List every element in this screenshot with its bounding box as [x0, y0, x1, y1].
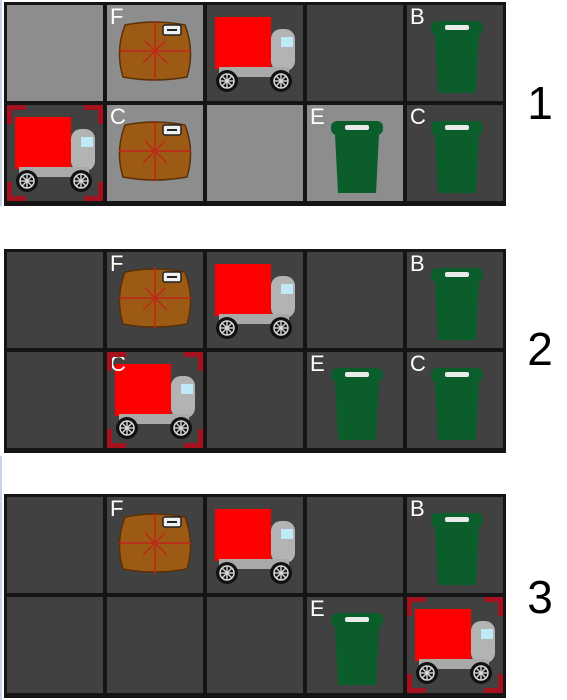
- grid-cell[interactable]: [207, 497, 303, 593]
- grid-cell[interactable]: [107, 597, 203, 693]
- grid-cell[interactable]: [7, 252, 103, 348]
- wheelie-bin-icon: [431, 21, 483, 93]
- grid-cell[interactable]: E: [307, 597, 403, 693]
- cell-letter-label: B: [410, 4, 425, 29]
- grid-cell[interactable]: F: [107, 5, 203, 101]
- cell-letter-label: B: [410, 496, 425, 521]
- grid-cell[interactable]: [7, 5, 103, 101]
- grid-cell[interactable]: [207, 252, 303, 348]
- parcel-icon: [118, 268, 192, 328]
- grid-cell[interactable]: [207, 597, 303, 693]
- cell-letter-label: E: [310, 104, 325, 129]
- grid-cell[interactable]: [307, 497, 403, 593]
- grid-cell[interactable]: B: [407, 497, 503, 593]
- cell-letter-label: C: [110, 351, 126, 376]
- left-accent-bar: [0, 0, 2, 206]
- selection-corner-marker: [484, 597, 503, 616]
- cell-letter-label: C: [410, 104, 426, 129]
- wheelie-bin-icon: [331, 121, 383, 193]
- grid-cell[interactable]: E: [307, 105, 403, 201]
- grid-cell[interactable]: [407, 597, 503, 693]
- grid-panel-2: F B C E C: [4, 249, 506, 453]
- selection-corner-marker: [84, 182, 103, 201]
- cell-letter-label: E: [310, 596, 325, 621]
- grid-panel-3: F B E: [4, 494, 506, 698]
- delivery-truck-icon: [15, 117, 95, 192]
- grid-cell[interactable]: [7, 352, 103, 448]
- delivery-truck-icon: [415, 609, 495, 684]
- selection-corner-marker: [407, 597, 426, 616]
- selection-corner-marker: [184, 352, 203, 371]
- selection-corner-marker: [107, 352, 126, 371]
- cell-letter-label: F: [110, 4, 124, 29]
- wheelie-bin-icon: [431, 368, 483, 440]
- grid-cell[interactable]: [7, 597, 103, 693]
- step-number: 3: [527, 571, 553, 623]
- grid-panel-1: F B C E C: [4, 2, 506, 206]
- cell-letter-label: B: [410, 251, 425, 276]
- step-number: 1: [527, 77, 553, 129]
- grid-cell[interactable]: [207, 352, 303, 448]
- delivery-truck-icon: [215, 509, 295, 584]
- left-accent-bar: [0, 456, 2, 700]
- parcel-icon: [118, 513, 192, 573]
- grid-cell[interactable]: [7, 497, 103, 593]
- grid-cell[interactable]: B: [407, 5, 503, 101]
- selection-corner-marker: [84, 105, 103, 124]
- cell-letter-label: F: [110, 496, 124, 521]
- wheelie-bin-icon: [431, 513, 483, 585]
- wheelie-bin-icon: [331, 613, 383, 685]
- grid-cell[interactable]: [307, 252, 403, 348]
- selection-corner-marker: [184, 429, 203, 448]
- grid-cell[interactable]: C: [107, 352, 203, 448]
- cell-letter-label: C: [410, 351, 426, 376]
- cell-letter-label: F: [110, 251, 124, 276]
- grid-cell[interactable]: B: [407, 252, 503, 348]
- grid-cell[interactable]: [307, 5, 403, 101]
- delivery-truck-icon: [215, 17, 295, 92]
- cell-letter-label: E: [310, 351, 325, 376]
- wheelie-bin-icon: [331, 368, 383, 440]
- wheelie-bin-icon: [431, 268, 483, 340]
- selection-corner-marker: [7, 105, 26, 124]
- delivery-truck-icon: [115, 364, 195, 439]
- parcel-icon: [118, 21, 192, 81]
- step-number: 2: [527, 323, 553, 375]
- parcel-icon: [118, 121, 192, 181]
- selection-corner-marker: [484, 674, 503, 693]
- grid-cell[interactable]: F: [107, 252, 203, 348]
- grid-cell[interactable]: [207, 5, 303, 101]
- wheelie-bin-icon: [431, 121, 483, 193]
- grid-cell[interactable]: [207, 105, 303, 201]
- selection-corner-marker: [407, 674, 426, 693]
- delivery-truck-icon: [215, 264, 295, 339]
- grid-cell[interactable]: E: [307, 352, 403, 448]
- selection-corner-marker: [7, 182, 26, 201]
- grid-cell[interactable]: F: [107, 497, 203, 593]
- grid-cell[interactable]: C: [407, 352, 503, 448]
- selection-corner-marker: [107, 429, 126, 448]
- grid-cell[interactable]: C: [407, 105, 503, 201]
- cell-letter-label: C: [110, 104, 126, 129]
- grid-cell[interactable]: C: [107, 105, 203, 201]
- grid-cell[interactable]: [7, 105, 103, 201]
